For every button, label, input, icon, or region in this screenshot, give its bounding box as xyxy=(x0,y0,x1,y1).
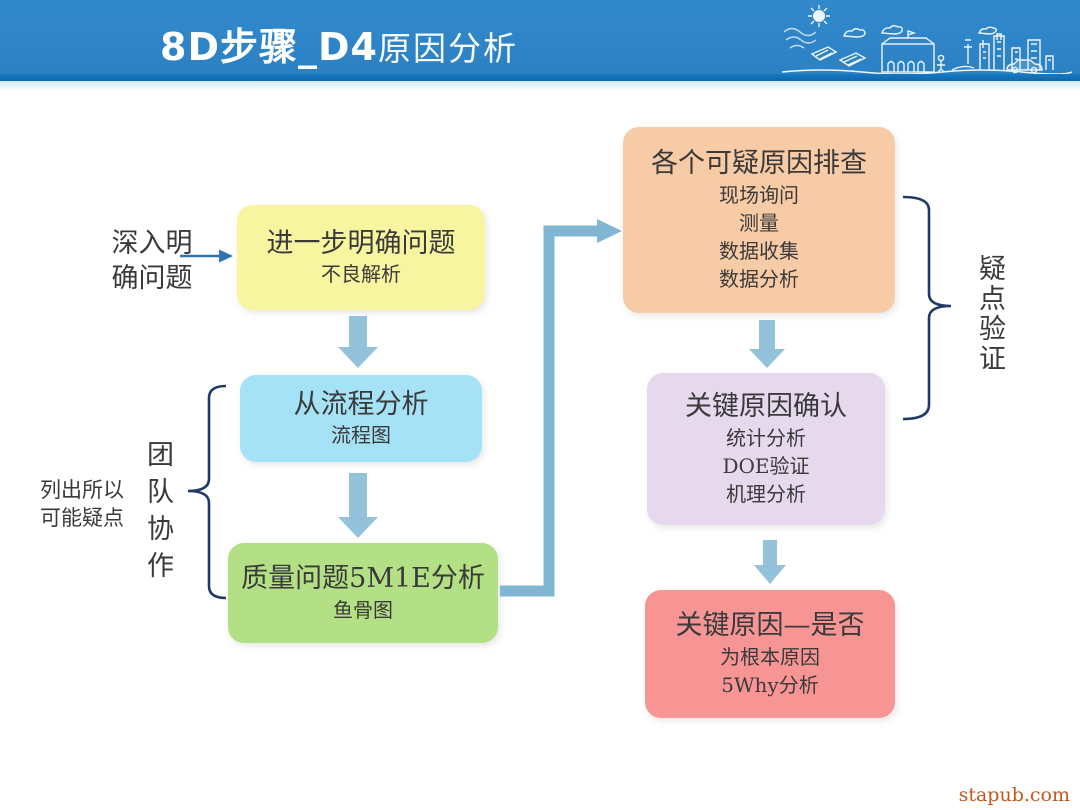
skyline-icon xyxy=(951,33,1054,71)
box-subline: 为根本原因 xyxy=(720,644,820,669)
label-list-suspects: 列出所以 可能疑点 xyxy=(30,476,134,533)
box-title: 质量问题5M1E分析 xyxy=(241,563,485,595)
box-suspect-causes: 各个可疑原因排查 现场询问 测量 数据收集 数据分析 xyxy=(623,127,895,313)
right-brace xyxy=(902,195,952,421)
label-suspect-verification: 疑点验证 xyxy=(974,254,1005,374)
box-root-cause-check: 关键原因—是否 为根本原因 5Why分析 xyxy=(645,590,895,718)
header-bar: 8D步骤_D4原因分析 xyxy=(0,0,1080,75)
arched-building-icon xyxy=(881,30,935,73)
box-clarify-problem: 进一步明确问题 不良解析 xyxy=(237,205,485,310)
page-title-rest: 原因分析 xyxy=(377,29,518,68)
page-title: 8D步骤_D4原因分析 xyxy=(160,16,518,71)
box-title: 各个可疑原因排查 xyxy=(651,148,867,180)
box-subline: 不良解析 xyxy=(321,262,401,287)
box-5m1e-analysis: 质量问题5M1E分析 鱼骨图 xyxy=(228,543,498,643)
label-deepen-problem: 深入明 确问题 xyxy=(88,226,216,296)
label-team-collaboration: 团队协作 xyxy=(142,440,173,588)
down-block-arrow xyxy=(338,473,378,538)
box-title: 从流程分析 xyxy=(293,388,429,420)
solar-panels-icon xyxy=(810,46,867,67)
page-title-strong: 8D步骤_D4 xyxy=(160,25,378,69)
box-subline: 数据收集 xyxy=(719,238,799,263)
down-block-arrow xyxy=(749,320,785,368)
left-brace xyxy=(187,384,227,600)
box-process-analysis: 从流程分析 流程图 xyxy=(240,375,482,462)
box-subline: 鱼骨图 xyxy=(333,597,393,622)
down-block-arrow xyxy=(338,316,378,368)
box-subline: 统计分析 xyxy=(726,425,806,450)
box-key-cause-confirm: 关键原因确认 统计分析 DOE验证 机理分析 xyxy=(647,373,885,525)
cloud-icon xyxy=(843,25,997,38)
box-subline: 现场询问 xyxy=(719,182,799,207)
header-divider-strip xyxy=(0,74,1080,81)
box-title: 关键原因—是否 xyxy=(675,610,865,642)
box-subline: 测量 xyxy=(739,210,779,235)
box-subline: 5Why分析 xyxy=(721,672,819,697)
box-subline: 机理分析 xyxy=(726,481,806,506)
label-line: 可能疑点 xyxy=(40,506,124,531)
label-line: 深入明 xyxy=(111,228,193,259)
sun-icon xyxy=(808,5,830,27)
box-subline: 流程图 xyxy=(331,423,391,448)
box-title: 进一步明确问题 xyxy=(266,227,456,259)
label-line: 确问题 xyxy=(111,263,193,295)
box-title: 关键原因确认 xyxy=(685,391,847,423)
header-fade xyxy=(0,81,1080,91)
box-subline: DOE验证 xyxy=(722,453,810,478)
down-block-arrow xyxy=(754,540,786,584)
box-subline: 数据分析 xyxy=(719,266,799,291)
elbow-connector-arrow xyxy=(500,219,622,597)
cityscape-illustration xyxy=(782,5,1072,75)
person-icon xyxy=(937,54,945,73)
label-line: 列出所以 xyxy=(40,478,124,502)
watermark-text: stapub.com xyxy=(958,784,1070,806)
